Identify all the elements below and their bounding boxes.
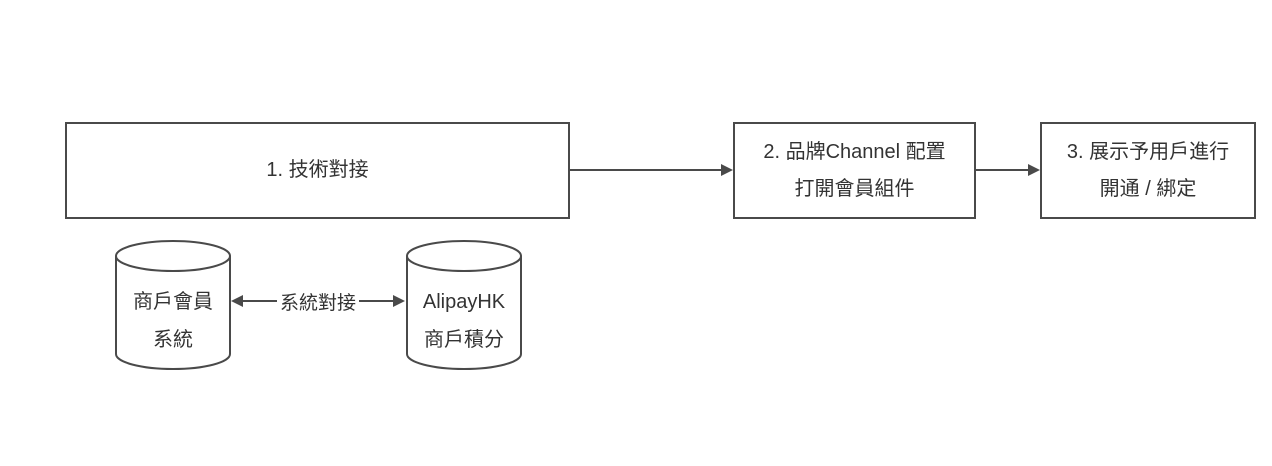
arrow-line xyxy=(570,169,721,171)
database-alipayhk-points: AlipayHK 商戶積分 xyxy=(405,238,523,372)
step3-box: 3. 展示予用戶進行 開通 / 綁定 xyxy=(1040,122,1256,219)
arrow-step2-to-step3 xyxy=(976,163,1040,177)
step3-label-line1: 3. 展示予用戶進行 xyxy=(1066,140,1230,163)
database-right-label: AlipayHK 商戶積分 xyxy=(405,274,523,368)
database-left-label: 商戶會員 系統 xyxy=(114,274,232,368)
step2-label-line1: 2. 品牌Channel 配置 xyxy=(763,140,946,163)
connection-system-integration: 系統對接 xyxy=(231,288,406,314)
arrowhead-right-icon xyxy=(1028,164,1040,176)
step2-box: 2. 品牌Channel 配置 打開會員組件 xyxy=(733,122,976,219)
database-right-label-line2: 商戶積分 xyxy=(424,329,504,351)
arrow-step1-to-step2 xyxy=(570,163,733,177)
database-left-label-line2: 系統 xyxy=(153,329,193,351)
database-left-label-line1: 商戶會員 xyxy=(133,291,213,313)
arrowhead-right-icon xyxy=(393,295,406,307)
arrowhead-right-icon xyxy=(721,164,733,176)
step1-box: 1. 技術對接 xyxy=(65,122,570,219)
connection-line xyxy=(243,300,277,302)
cylinder-icon xyxy=(406,239,522,371)
arrow-line xyxy=(976,169,1028,171)
step1-label: 1. 技術對接 xyxy=(266,159,369,181)
database-right-label-line1: AlipayHK xyxy=(422,291,506,313)
arrowhead-left-icon xyxy=(231,295,243,307)
step2-label-line2: 打開會員組件 xyxy=(794,177,915,200)
cylinder-icon xyxy=(115,239,231,371)
connection-line xyxy=(359,300,394,302)
database-merchant-membership: 商戶會員 系統 xyxy=(114,238,232,372)
connection-label: 系統對接 xyxy=(280,292,357,314)
step3-label-line2: 開通 / 綁定 xyxy=(1099,177,1197,200)
